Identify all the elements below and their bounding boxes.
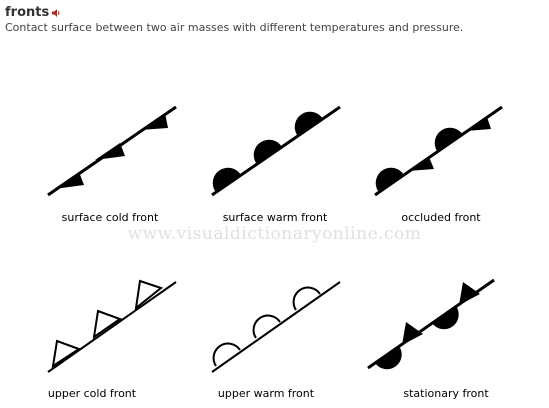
page-title: fronts: [5, 5, 50, 20]
title-row: fronts: [5, 5, 463, 20]
page-subtitle: Contact surface between two air masses w…: [5, 21, 464, 34]
stationary-front-symbol: [367, 278, 495, 370]
speaker-icon[interactable]: [51, 8, 61, 18]
label-surface-cold-front: surface cold front: [61, 211, 159, 224]
label-occluded-front: occluded front: [401, 211, 481, 224]
label-upper-cold-front: upper cold front: [47, 387, 137, 400]
upper-warm-front-symbol: [211, 281, 341, 373]
surface-cold-front-symbol: [47, 105, 177, 197]
upper-cold-front-symbol: [47, 279, 177, 373]
surface-warm-front-symbol: [211, 105, 341, 197]
watermark: www.visualdictionaryonline.com: [127, 224, 422, 244]
header: fronts Contact surface between two air m…: [5, 5, 463, 34]
label-upper-warm-front: upper warm front: [217, 387, 315, 400]
label-stationary-front: stationary front: [403, 387, 489, 400]
occluded-front-symbol: [374, 105, 503, 197]
label-surface-warm-front: surface warm front: [222, 211, 328, 224]
